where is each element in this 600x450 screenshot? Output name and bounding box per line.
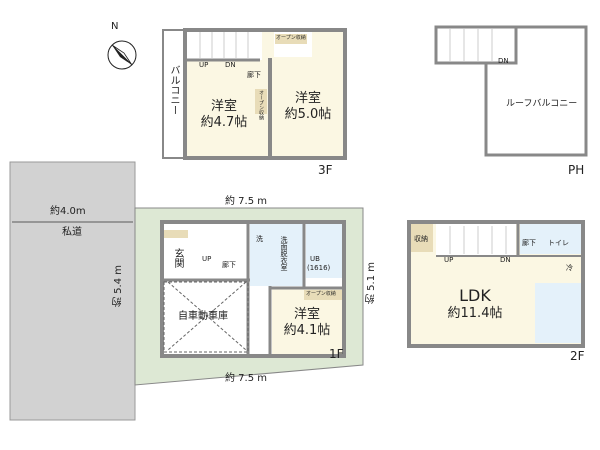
- room-3f-right: 洋室 約5.0帖: [278, 92, 338, 121]
- room-1f: 洋室 約4.1帖: [272, 308, 342, 337]
- room-3f-left: 洋室 約4.7帖: [196, 100, 252, 129]
- room-size: 約11.4帖: [447, 306, 503, 321]
- fridge-label: 冷: [566, 264, 573, 272]
- bath-label: UB: [310, 255, 320, 263]
- floor-label-2f: 2F: [570, 349, 585, 363]
- dim-top: 約 7.5 m: [225, 196, 268, 207]
- balcony-label: バルコニー: [168, 65, 179, 115]
- compass-label: N: [111, 21, 119, 32]
- floor-label-1f: 1F: [329, 347, 344, 361]
- road-width: 約4.0m: [50, 206, 86, 217]
- open-storage-small-label: オープン収納: [258, 90, 264, 120]
- room-size: 約4.7帖: [200, 115, 248, 130]
- room-size: 約4.1帖: [283, 323, 331, 338]
- room-name: 洋室: [293, 307, 320, 322]
- open-storage-label: オープン収納: [306, 291, 336, 297]
- up-label: UP: [199, 61, 209, 69]
- road: [9, 161, 136, 421]
- storage-label: 収納: [414, 235, 428, 243]
- washroom-label: 洗面脱衣室: [280, 236, 288, 271]
- up-label: UP: [444, 256, 454, 264]
- dim-bottom: 約 7.5 m: [225, 373, 268, 384]
- floor-label-3f: 3F: [318, 163, 333, 177]
- room-size: 約5.0帖: [284, 107, 332, 122]
- room-name: LDK: [459, 286, 491, 305]
- hall-label: 廊下: [222, 261, 236, 269]
- dim-left: 約 5.4 m: [113, 265, 124, 308]
- floor3-plan: [162, 28, 347, 160]
- compass-icon: [107, 40, 137, 70]
- dn-label: DN: [500, 256, 511, 264]
- floor1-plan: [134, 207, 364, 386]
- entrance-label: 玄関: [172, 248, 183, 268]
- dim-right: 約 5.1 m: [366, 262, 377, 305]
- road-name: 私道: [62, 227, 82, 238]
- dn-label: DN: [225, 61, 236, 69]
- roof-balcony-label: ルーフバルコニー: [506, 99, 578, 109]
- open-storage-label: オープン収納: [276, 35, 306, 41]
- floor-label-ph: PH: [568, 163, 585, 177]
- hall-label: 廊下: [247, 71, 261, 79]
- garage-label: 自車動車庫: [178, 311, 228, 322]
- toilet-label: トイレ: [548, 239, 569, 247]
- floor2-plan: [407, 220, 585, 348]
- room-name: 洋室: [294, 91, 321, 106]
- washer-label: 洗: [256, 235, 263, 243]
- bath-size: (1616): [307, 264, 331, 272]
- up-label: UP: [202, 255, 212, 263]
- room-name: 洋室: [210, 99, 237, 114]
- room-ldk: LDK 約11.4帖: [440, 286, 510, 321]
- penthouse-plan: [434, 25, 588, 157]
- hall-label: 廊下: [522, 239, 536, 247]
- ph-dn-label: DN: [498, 57, 509, 65]
